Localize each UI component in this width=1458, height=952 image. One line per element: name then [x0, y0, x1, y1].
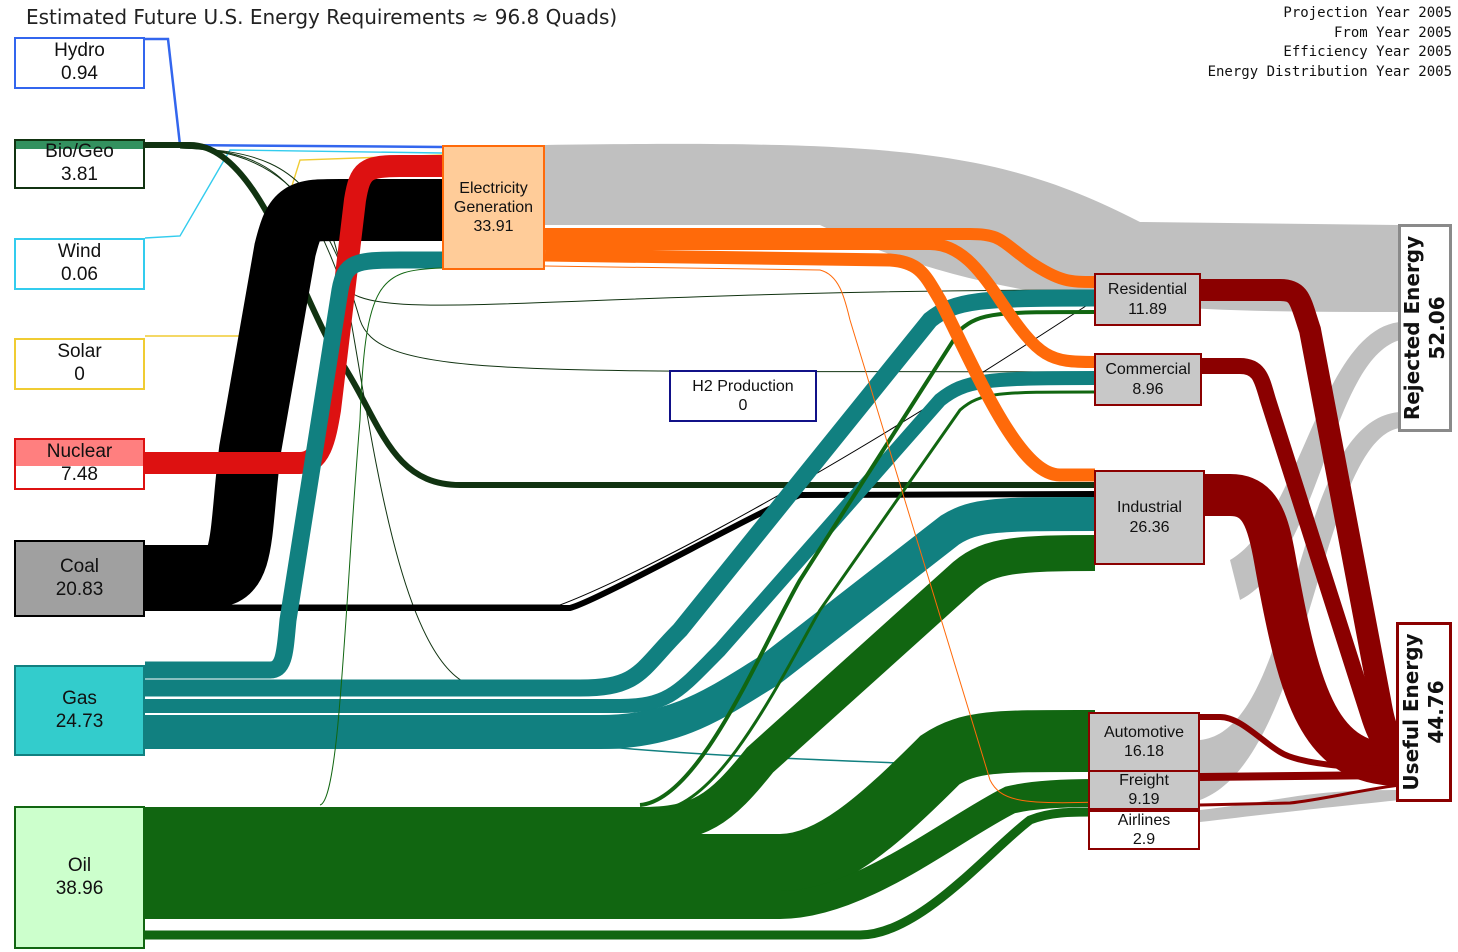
coal-to-electricity: [145, 179, 442, 607]
source-gas: Gas 24.73: [14, 665, 145, 756]
oil-to-commercial: [659, 390, 1096, 812]
source-nuclear-label: Nuclear: [46, 441, 113, 463]
sector-commercial-label: Commercial: [1105, 361, 1191, 379]
rejected-energy-label: Rejected Energy: [1400, 235, 1424, 421]
projection-year: Projection Year 2005: [1283, 5, 1452, 21]
source-hydro-value: 0.94: [61, 63, 98, 84]
source-solar-value: 0: [74, 364, 85, 385]
source-wind: Wind 0.06: [14, 238, 145, 290]
sector-industrial-label: Industrial: [1117, 499, 1182, 517]
rejected-energy-value: 52.06: [1425, 296, 1449, 360]
sector-freight: Freight 9.19: [1088, 770, 1200, 810]
oil-to-airlines: [145, 807, 1096, 940]
rejected-flow-electricity: [545, 143, 1400, 312]
distribution-year: Energy Distribution Year 2005: [1207, 63, 1452, 80]
electricity-to-commercial: [545, 238, 1096, 368]
electricity-to-industrial: [544, 248, 1095, 482]
sector-industrial: Industrial 26.36: [1094, 470, 1205, 565]
sector-freight-label: Freight: [1119, 771, 1169, 789]
sector-airlines: Airlines 2.9: [1088, 810, 1200, 850]
source-solar: Solar 0: [14, 338, 145, 390]
year-settings: Projection Year 2005 From Year 2005 Effi…: [1208, 4, 1452, 82]
gas-to-commercial: [145, 371, 1096, 713]
useful-energy-label: Useful Energy: [1399, 633, 1423, 791]
source-hydro: Hydro 0.94: [14, 37, 145, 89]
gas-to-residential: [145, 289, 1096, 697]
sector-industrial-value: 26.36: [1129, 518, 1170, 536]
source-oil-value: 38.96: [55, 877, 104, 899]
automotive-to-useful: [1200, 714, 1401, 773]
oil-flows: [145, 267, 1096, 940]
useful-energy-text: Useful Energy 44.76: [1399, 633, 1449, 790]
h2-label: H2 Production: [692, 377, 794, 395]
source-coal-value: 20.83: [55, 578, 104, 600]
source-gas-label: Gas: [62, 687, 97, 709]
source-biogeo-label: Bio/Geo: [45, 141, 114, 163]
sector-automotive-value: 16.18: [1123, 743, 1165, 760]
source-nuclear-value: 7.48: [61, 464, 98, 485]
useful-energy-node: Useful Energy 44.76: [1396, 622, 1452, 802]
electricity-generation-node: Electricity Generation 33.91: [442, 145, 545, 270]
source-biogeo-value: 3.81: [61, 164, 98, 185]
source-coal: Coal 20.83: [14, 540, 145, 617]
freight-to-useful: [1199, 771, 1401, 781]
efficiency-year: Efficiency Year 2005: [1283, 44, 1452, 60]
sector-automotive-label: Automotive: [1103, 723, 1185, 741]
oil-to-electricity: [319, 267, 443, 806]
sector-automotive: Automotive 16.18: [1088, 712, 1200, 772]
source-hydro-label: Hydro: [54, 40, 105, 62]
rejected-flow-airlines: [1200, 790, 1400, 822]
sector-commercial-value: 8.96: [1132, 380, 1164, 398]
source-nuclear: Nuclear 7.48: [14, 438, 145, 490]
sector-residential-label: Residential: [1107, 281, 1188, 299]
oil-to-freight: [145, 779, 1096, 919]
from-year: From Year 2005: [1333, 24, 1452, 41]
sector-airlines-label: Airlines: [1117, 811, 1171, 829]
source-coal-label: Coal: [59, 555, 100, 577]
page-title: Estimated Future U.S. Energy Requirement…: [26, 5, 618, 29]
useful-flows: [1199, 279, 1402, 807]
source-wind-label: Wind: [57, 241, 102, 263]
h2-value: 0: [738, 397, 748, 414]
source-wind-value: 0.06: [61, 264, 98, 285]
rejected-energy-node: Rejected Energy 52.06: [1398, 224, 1452, 432]
source-gas-value: 24.73: [55, 710, 104, 732]
h2-production-node: H2 Production 0: [669, 370, 817, 422]
gas-to-electricity: [145, 251, 442, 679]
electricity-label-line1: Electricity: [459, 179, 528, 197]
oil-to-industrial: [145, 535, 1096, 843]
sector-freight-value: 9.19: [1128, 791, 1160, 808]
electricity-to-residential: [545, 228, 1096, 288]
gas-to-industrial: [145, 497, 1096, 749]
rejected-energy-text: Rejected Energy 52.06: [1400, 236, 1450, 420]
industrial-to-useful: [1205, 474, 1401, 786]
source-oil-label: Oil: [67, 854, 92, 876]
source-oil: Oil 38.96: [14, 806, 145, 949]
electricity-flows: [544, 228, 1096, 804]
sector-residential: Residential 11.89: [1094, 273, 1201, 326]
wind-flow: [144, 149, 443, 239]
gas-flows: [145, 251, 1096, 771]
electricity-value: 33.91: [473, 218, 514, 236]
airlines-to-useful: [1199, 783, 1401, 807]
useful-energy-value: 44.76: [1424, 680, 1448, 744]
sector-commercial: Commercial 8.96: [1094, 353, 1202, 406]
electricity-to-transport: [544, 265, 1096, 804]
electricity-label-line2: Generation: [453, 198, 534, 216]
oil-to-automotive: [145, 709, 1096, 896]
sector-residential-value: 11.89: [1128, 300, 1167, 318]
hydro-flow: [145, 37, 443, 149]
source-biogeo: Bio/Geo 3.81: [14, 139, 145, 189]
sector-airlines-value: 2.9: [1132, 831, 1156, 848]
source-solar-label: Solar: [57, 341, 102, 363]
residential-to-useful: [1200, 279, 1402, 751]
bio-thin-2: [179, 147, 1096, 306]
